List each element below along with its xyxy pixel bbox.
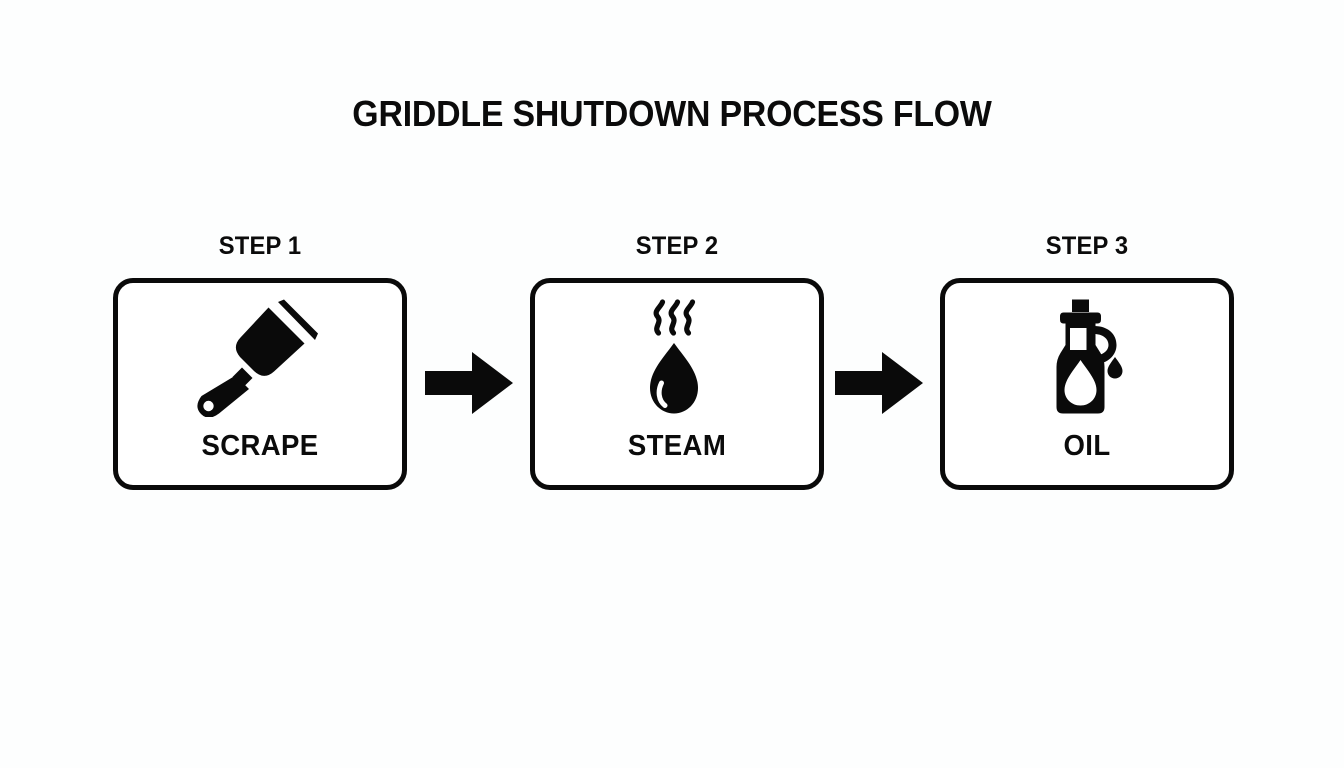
step-2-box[interactable]: STEAM — [530, 278, 824, 490]
scraper-icon — [118, 299, 402, 417]
step-3-box[interactable]: OIL — [940, 278, 1234, 490]
step-2-label: STEAM — [627, 430, 727, 462]
oil-bottle-icon — [945, 299, 1229, 417]
steam-droplet-icon — [535, 299, 819, 417]
flow-row: STEP 1 — [113, 232, 1234, 502]
step-1-label: SCRAPE — [201, 430, 319, 462]
arrow-right-icon-1 — [425, 352, 513, 414]
arrow-right-icon-2 — [835, 352, 923, 414]
page-title: GRIDDLE SHUTDOWN PROCESS FLOW — [352, 93, 992, 134]
step-2-heading: STEP 2 — [635, 232, 719, 260]
step-1-box[interactable]: SCRAPE — [113, 278, 407, 490]
step-1-heading: STEP 1 — [218, 232, 302, 260]
flow-step-3[interactable]: STEP 3 — [940, 232, 1234, 490]
flow-step-1[interactable]: STEP 1 — [113, 232, 407, 490]
step-3-label: OIL — [1063, 430, 1111, 462]
step-3-heading: STEP 3 — [1045, 232, 1129, 260]
flow-step-2[interactable]: STEP 2 — [530, 232, 824, 490]
